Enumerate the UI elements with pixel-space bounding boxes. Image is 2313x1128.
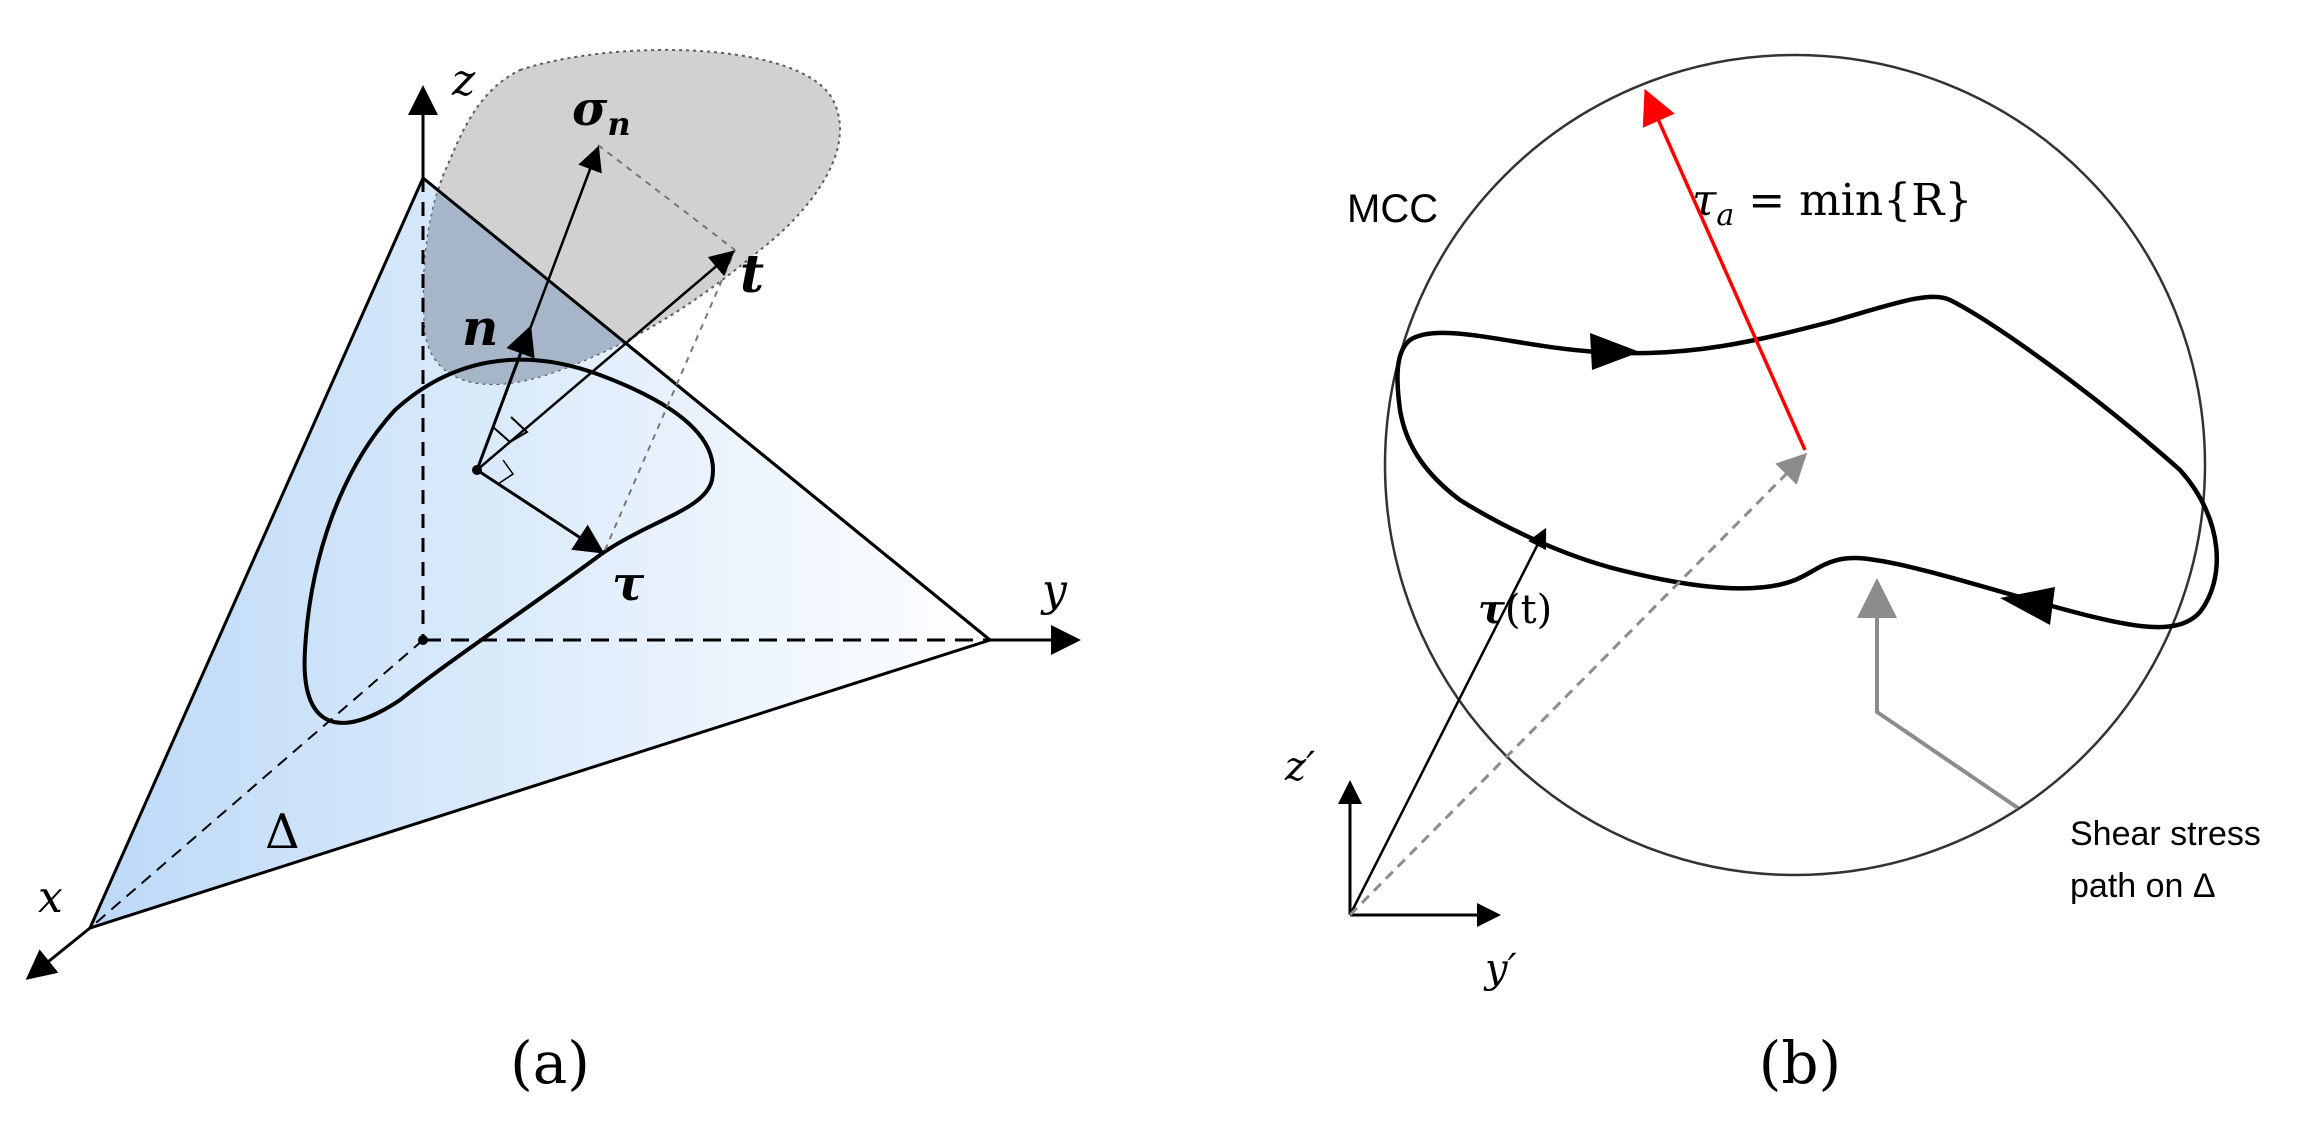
sigma-n-label: σn xyxy=(572,81,631,143)
axis-z-label: z xyxy=(451,55,476,106)
z-prime-label: z′ xyxy=(1284,744,1315,790)
tau-t-label: τ(t) xyxy=(1478,586,1552,633)
tau-a-label: τa = min{R} xyxy=(1692,175,1972,233)
dash-sigma-to-t xyxy=(597,144,736,251)
n-vector xyxy=(475,325,535,471)
origin-point xyxy=(418,635,428,645)
right-angle-mark-2 xyxy=(497,459,515,485)
caption-b: (b) xyxy=(1759,1029,1841,1097)
mcc-circle xyxy=(1383,53,2207,877)
t-label: t xyxy=(740,244,764,305)
t-vector xyxy=(476,250,735,471)
delta-label: Δ xyxy=(265,804,300,860)
axis-x-label: x xyxy=(38,872,63,923)
radius-arrow-red xyxy=(1642,88,1807,451)
panel-a: z y x σn n t τ Δ (a) xyxy=(25,48,1081,1097)
tau-label: τ xyxy=(612,556,645,612)
path-direction-arrow-bottom xyxy=(2000,587,2055,625)
axis-y-label: y xyxy=(1040,565,1068,616)
plane-edge-over-cloud xyxy=(422,176,991,642)
tau-t-vector xyxy=(1348,527,1547,916)
y-prime-label: y′ xyxy=(1483,946,1517,992)
annotation-line-2: path on Δ xyxy=(2070,867,2216,905)
x-axis xyxy=(25,926,91,980)
tau-t-rest: (t) xyxy=(1505,587,1552,633)
path-direction-arrow-top xyxy=(1590,333,1640,370)
tau-t-symbol: τ xyxy=(1478,586,1505,633)
shear-stress-path-a xyxy=(302,357,715,725)
mcc-label: MCC xyxy=(1347,187,1438,231)
stress-point xyxy=(472,465,482,475)
caption-a: (a) xyxy=(510,1029,590,1097)
hidden-x-axis xyxy=(89,639,424,929)
tau-a-rest: = min{R} xyxy=(1734,175,1972,226)
tau-a-symbol: τ xyxy=(1692,175,1717,226)
annotation-pointer xyxy=(1857,578,2020,810)
tau-a-subscript: a xyxy=(1716,198,1734,233)
sigma-subscript: n xyxy=(607,105,630,143)
n-label: n xyxy=(462,298,498,357)
center-dashed-vector xyxy=(1348,452,1808,917)
shear-stress-path-b xyxy=(1395,294,2219,630)
right-angle-mark xyxy=(492,416,529,444)
panel-b: MCC τa = min{R} τ(t) z′ y′ Shear stress … xyxy=(1284,53,2261,1097)
sigma-symbol: σ xyxy=(572,81,608,137)
annotation-line-1: Shear stress xyxy=(2070,815,2261,853)
